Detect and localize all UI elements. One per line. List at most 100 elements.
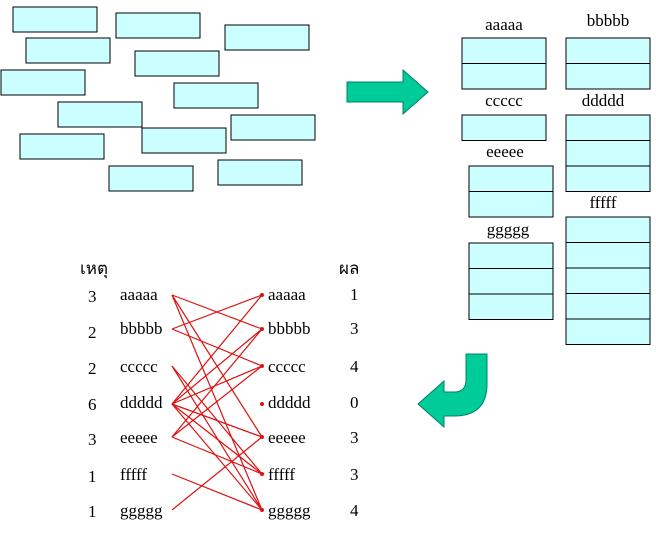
scattered-box: [217, 159, 303, 186]
stack-cell: [461, 63, 547, 90]
stack-cell: [565, 216, 651, 243]
effect-count: 3: [350, 465, 359, 484]
group-label: ggggg: [487, 220, 530, 239]
effect-count: 4: [350, 357, 359, 376]
table-row: 1 fffff fffff 3: [88, 465, 359, 486]
scattered-box: [224, 24, 310, 51]
link-endpoint: [260, 293, 264, 297]
group-label: aaaaa: [485, 15, 523, 34]
group-ccccc: ccccc: [461, 91, 547, 141]
cause-header: เหตุ: [80, 259, 108, 279]
relation-link: [171, 403, 263, 475]
scattered-box: [230, 114, 316, 141]
effect-item: eeeee: [268, 428, 306, 447]
stack-cell: [565, 267, 651, 294]
cause-count: 3: [88, 430, 97, 449]
group-label: ccccc: [485, 91, 523, 110]
link-endpoint: [260, 364, 264, 368]
scattered-box: [115, 12, 201, 39]
cause-item: fffff: [120, 465, 147, 484]
stack-cell: [565, 37, 651, 64]
group-ggggg: ggggg: [468, 220, 554, 320]
cause-count: 1: [88, 502, 97, 521]
stack-cell: [461, 37, 547, 64]
link-endpoint: [260, 402, 264, 406]
effect-count: 1: [350, 285, 359, 304]
grouped-stacks: aaaaa bbbbb ccccc ddddd eeeee fffff gggg…: [461, 11, 651, 345]
table-row: 1 ggggg ggggg 4: [88, 501, 359, 521]
link-endpoint: [260, 472, 264, 476]
cause-item: ccccc: [120, 357, 158, 376]
stack-cell: [468, 242, 554, 269]
curved-arrow-icon: [417, 353, 488, 429]
relation-link: [171, 403, 263, 438]
scattered-box: [141, 127, 227, 154]
stack-cell: [565, 318, 651, 345]
scattered-box: [108, 165, 194, 192]
scattered-box: [134, 50, 220, 77]
group-label: bbbbb: [587, 11, 630, 30]
cause-effect-table: เหตุ ผล 3 aaaaa aaaaa 1 2 bbbbb bbbbb 3 …: [80, 259, 359, 521]
relation-link: [171, 365, 263, 438]
group-aaaaa: aaaaa: [461, 15, 547, 90]
stack-cell: [565, 165, 651, 192]
stack-cell: [468, 293, 554, 320]
cause-item: ggggg: [120, 501, 163, 520]
stack-cell: [565, 242, 651, 269]
relation-link: [171, 436, 263, 511]
effect-count: 3: [350, 319, 359, 338]
group-fffff: fffff: [565, 193, 651, 345]
effect-count: 0: [350, 393, 359, 412]
group-bbbbb: bbbbb: [565, 11, 651, 90]
relation-links: [171, 293, 264, 512]
relation-link: [171, 328, 263, 367]
effect-count: 3: [350, 428, 359, 447]
cause-item: eeeee: [120, 428, 158, 447]
stack-cell: [468, 165, 554, 192]
effect-item: ddddd: [268, 393, 311, 412]
effect-item: fffff: [268, 465, 295, 484]
cause-item: ddddd: [120, 393, 163, 412]
scattered-box: [0, 69, 86, 96]
stack-cell: [461, 114, 547, 141]
relation-link: [171, 436, 263, 475]
group-label: ddddd: [582, 91, 625, 110]
cause-item: bbbbb: [120, 319, 163, 338]
table-row: 6 ddddd ddddd 0: [88, 393, 359, 414]
cause-count: 2: [88, 323, 97, 342]
group-ddddd: ddddd: [565, 91, 651, 192]
scattered-box: [12, 6, 98, 33]
scattered-boxes: [0, 6, 316, 192]
relation-link: [171, 294, 263, 511]
scattered-box: [173, 82, 259, 109]
stack-cell: [468, 268, 554, 295]
link-endpoint: [260, 327, 264, 331]
cause-count: 1: [88, 467, 97, 486]
stack-cell: [565, 114, 651, 141]
relation-link: [171, 365, 263, 511]
relation-link: [171, 294, 263, 330]
table-row: 3 eeeee eeeee 3: [88, 428, 359, 449]
table-row: 2 ccccc ccccc 4: [88, 357, 359, 378]
right-arrow-icon: [346, 68, 429, 116]
relation-link: [171, 403, 263, 511]
stack-cell: [468, 191, 554, 218]
stack-cell: [565, 140, 651, 167]
effect-header: ผล: [339, 259, 359, 278]
cause-count: 6: [88, 395, 97, 414]
scattered-box: [25, 37, 111, 64]
stack-cell: [565, 63, 651, 90]
effect-item: bbbbb: [268, 319, 311, 338]
effect-count: 4: [350, 501, 359, 520]
link-endpoint: [260, 435, 264, 439]
table-row: 3 aaaaa aaaaa 1: [88, 285, 359, 306]
scattered-box: [57, 101, 143, 128]
scattered-box: [19, 133, 105, 160]
cause-count: 2: [88, 359, 97, 378]
effect-item: ggggg: [268, 501, 311, 520]
link-endpoint: [260, 508, 264, 512]
relation-link: [171, 328, 263, 438]
relation-link: [171, 294, 263, 405]
group-label: eeeee: [486, 142, 524, 161]
